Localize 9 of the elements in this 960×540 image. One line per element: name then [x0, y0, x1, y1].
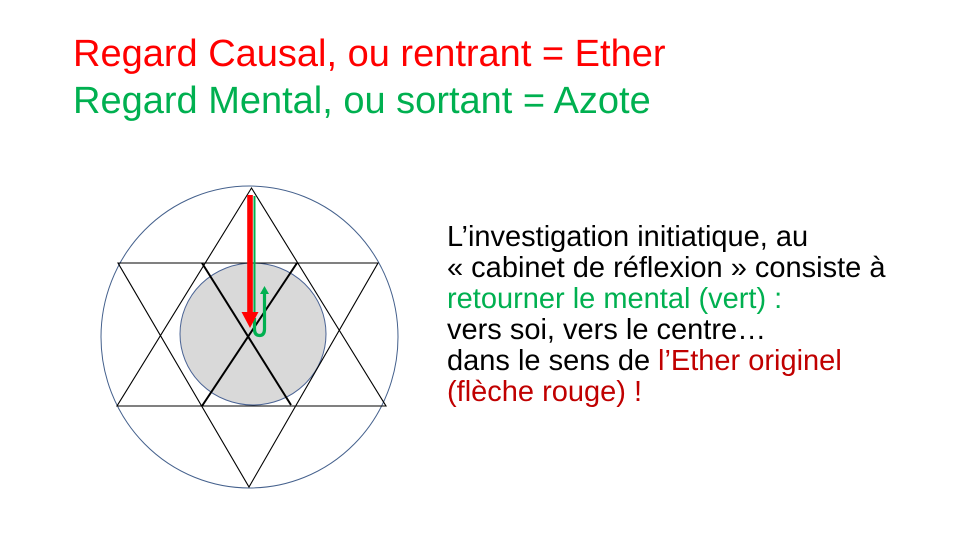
body-text: L’investigation initiatique, au	[447, 222, 808, 253]
highlighted-text: (flèche rouge) !	[447, 377, 642, 408]
highlighted-text: l’Ether originel	[658, 346, 842, 377]
body-text: dans le sens de	[447, 346, 650, 377]
highlighted-text: retourner le mental (vert) :	[447, 284, 782, 315]
body-text: vers soi, vers le centre…	[447, 315, 766, 346]
title-line: Regard Causal, ou rentrant = Ether	[73, 32, 666, 77]
body-text: « cabinet de réflexion » consiste à	[447, 253, 886, 284]
title-line: Regard Mental, ou sortant = Azote	[73, 79, 651, 124]
